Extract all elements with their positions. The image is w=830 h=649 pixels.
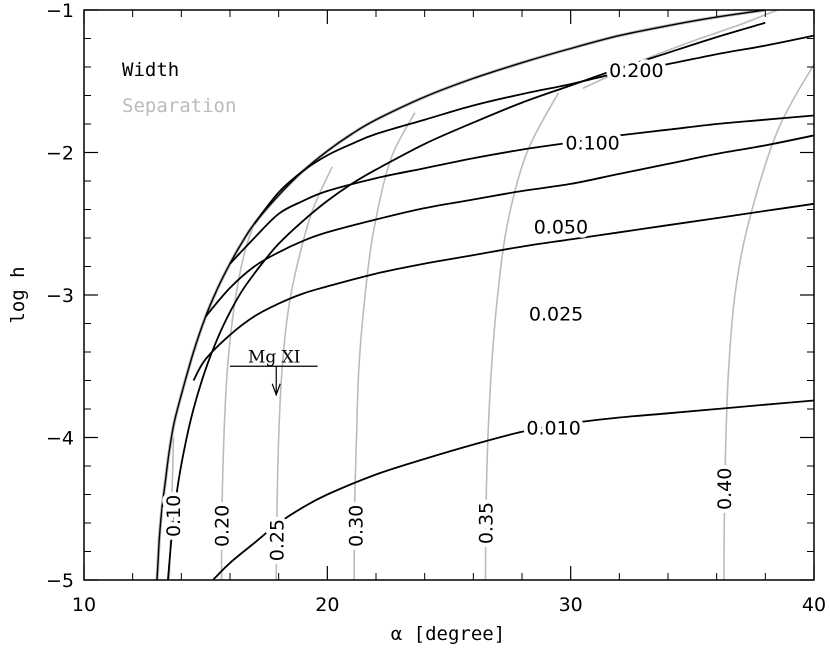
plot-lines <box>155 10 814 580</box>
separation-line-extra-6 <box>582 10 778 90</box>
separation-contour-label: 0.25 <box>266 519 288 561</box>
x-axis-label: α [degree] <box>391 623 505 645</box>
width-line-0.010 <box>212 399 814 580</box>
legend: Width Separation <box>122 59 236 117</box>
annotation-mg-xi: Mg XI <box>230 347 318 397</box>
y-tick-label: −3 <box>46 285 74 307</box>
axes: 10 20 30 40 −5 −4 −3 −2 −1 <box>46 0 826 616</box>
width-line-0.050 <box>205 134 814 317</box>
width-line-0.100 <box>229 114 814 265</box>
annotation-arrowhead <box>271 383 281 397</box>
legend-entry-width: Width <box>122 59 179 81</box>
y-tick-label: −5 <box>46 570 74 592</box>
legend-entry-separation: Separation <box>122 95 236 117</box>
width-line-0.200 <box>253 34 814 225</box>
width-contour-label: 0.200 <box>609 60 663 82</box>
y-tick-label: −1 <box>46 0 74 22</box>
separation-contour-label: 0.35 <box>476 502 498 544</box>
separation-line-0.40 <box>723 63 814 580</box>
x-tick-label: 10 <box>72 594 96 616</box>
separation-contour-label: 0.20 <box>212 505 234 547</box>
width-contour-label: 0.025 <box>529 304 583 326</box>
y-tick-label: −4 <box>46 428 74 450</box>
separation-contour-label: 0.40 <box>714 468 736 510</box>
boundary-envelope-black <box>156 10 766 580</box>
separation-line-0.35 <box>484 92 560 580</box>
x-tick-label: 40 <box>802 594 826 616</box>
annotation-label: Mg XI <box>248 347 301 367</box>
contour-labels: 0.200 0.100 0.050 0.025 0.010 0.10 0.20 0.25 0.3… <box>159 56 740 565</box>
width-contour-label: 0.100 <box>565 133 619 155</box>
separation-contour-label: 0.30 <box>346 505 368 547</box>
width-contour-label: 0.050 <box>534 217 588 239</box>
separation-line-0.30 <box>353 112 416 580</box>
separation-line-0.20 <box>220 223 256 580</box>
x-tick-label: 30 <box>559 594 583 616</box>
width-line-0.025 <box>192 202 814 381</box>
separation-contour-label: 0.10 <box>163 495 185 537</box>
y-tick-label: −2 <box>46 143 74 165</box>
y-axis-label: log h <box>7 266 29 323</box>
width-contour-label: 0.010 <box>526 418 580 440</box>
boundary-envelope-grey <box>155 10 766 580</box>
x-tick-label: 20 <box>315 594 339 616</box>
